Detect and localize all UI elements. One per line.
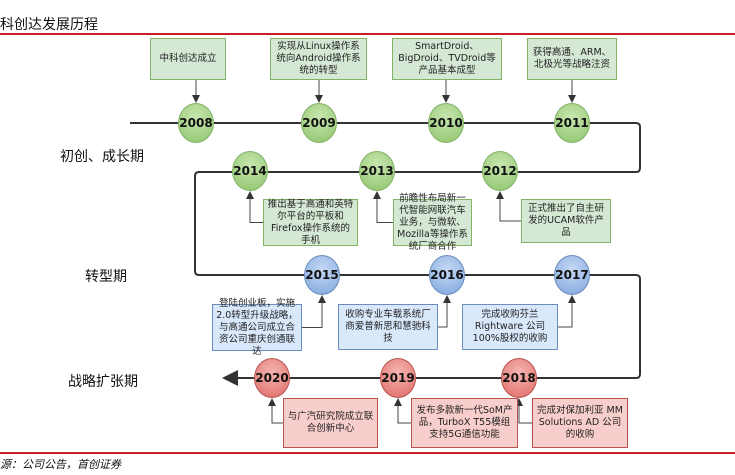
connector-arrow-2013	[373, 191, 393, 223]
event-box-2015: 登陆创业板，实施2.0转型升级战略，与高通公司成立合资公司重庆创通联达	[212, 298, 302, 357]
top-divider	[0, 33, 735, 35]
year-node-2020: 2020	[254, 358, 290, 398]
event-box-2008: 中科创达成立	[150, 38, 226, 80]
event-box-2011: 获得高通、ARM、北极光等战略注资	[527, 38, 617, 80]
phase-label-transformation: 转型期	[85, 269, 127, 285]
year-node-2014: 2014	[232, 151, 268, 191]
event-box-2013: 前瞻性布局新一代智能网联汽车业务，与微软、Mozilla等操作系统厂商合作	[393, 193, 472, 252]
year-node-2011: 2011	[554, 103, 590, 143]
year-node-2013: 2013	[359, 151, 395, 191]
year-node-2009: 2009	[301, 103, 337, 143]
year-node-2017: 2017	[554, 255, 590, 295]
connector-arrow-2017	[558, 295, 576, 328]
year-node-2015: 2015	[304, 255, 340, 295]
bottom-divider	[0, 452, 735, 454]
event-box-2019: 发布多款新一代SoM产品，TurboX T55模组支持5G通信功能	[411, 398, 518, 448]
connector-arrow-2019	[394, 398, 411, 424]
year-node-2008: 2008	[178, 103, 214, 143]
year-node-2010: 2010	[428, 103, 464, 143]
connector-arrow-2016	[438, 295, 451, 328]
year-node-2016: 2016	[429, 255, 465, 295]
year-node-2012: 2012	[482, 151, 518, 191]
connector-arrow-2012	[496, 191, 521, 222]
connector-arrow-2015	[302, 295, 326, 328]
year-node-2018: 2018	[501, 358, 537, 398]
event-box-2012: 正式推出了自主研发的UCAM软件产品	[521, 199, 611, 243]
source-note: 源：公司公告，首创证券	[0, 458, 121, 471]
connector-arrow-2018	[515, 398, 532, 424]
phase-label-expansion: 战略扩张期	[68, 374, 138, 390]
event-box-2010: SmartDroid、BigDroid、TVDroid等产品基本成型	[392, 38, 502, 80]
year-node-2019: 2019	[380, 358, 416, 398]
figure-title: 科创达发展历程	[0, 17, 98, 33]
event-box-2018: 完成对保加利亚 MM Solutions AD 公司的收购	[532, 398, 628, 448]
connector-arrow-2020	[268, 398, 283, 424]
event-box-2020: 与广汽研究院成立联合创新中心	[283, 398, 378, 448]
connector-arrow-2014	[246, 191, 263, 223]
event-box-2016: 收购专业车载系统厂商爱普新思和慧驰科技	[338, 304, 438, 350]
event-box-2014: 推出基于高通和英特尔平台的平板和Firefox操作系统的手机	[263, 199, 358, 246]
event-box-2017: 完成收购芬兰Rightware 公司100%股权的收购	[462, 304, 558, 350]
event-box-2009: 实现从Linux操作系统向Android操作系统的转型	[270, 38, 367, 80]
phase-label-startup: 初创、成长期	[60, 149, 144, 165]
